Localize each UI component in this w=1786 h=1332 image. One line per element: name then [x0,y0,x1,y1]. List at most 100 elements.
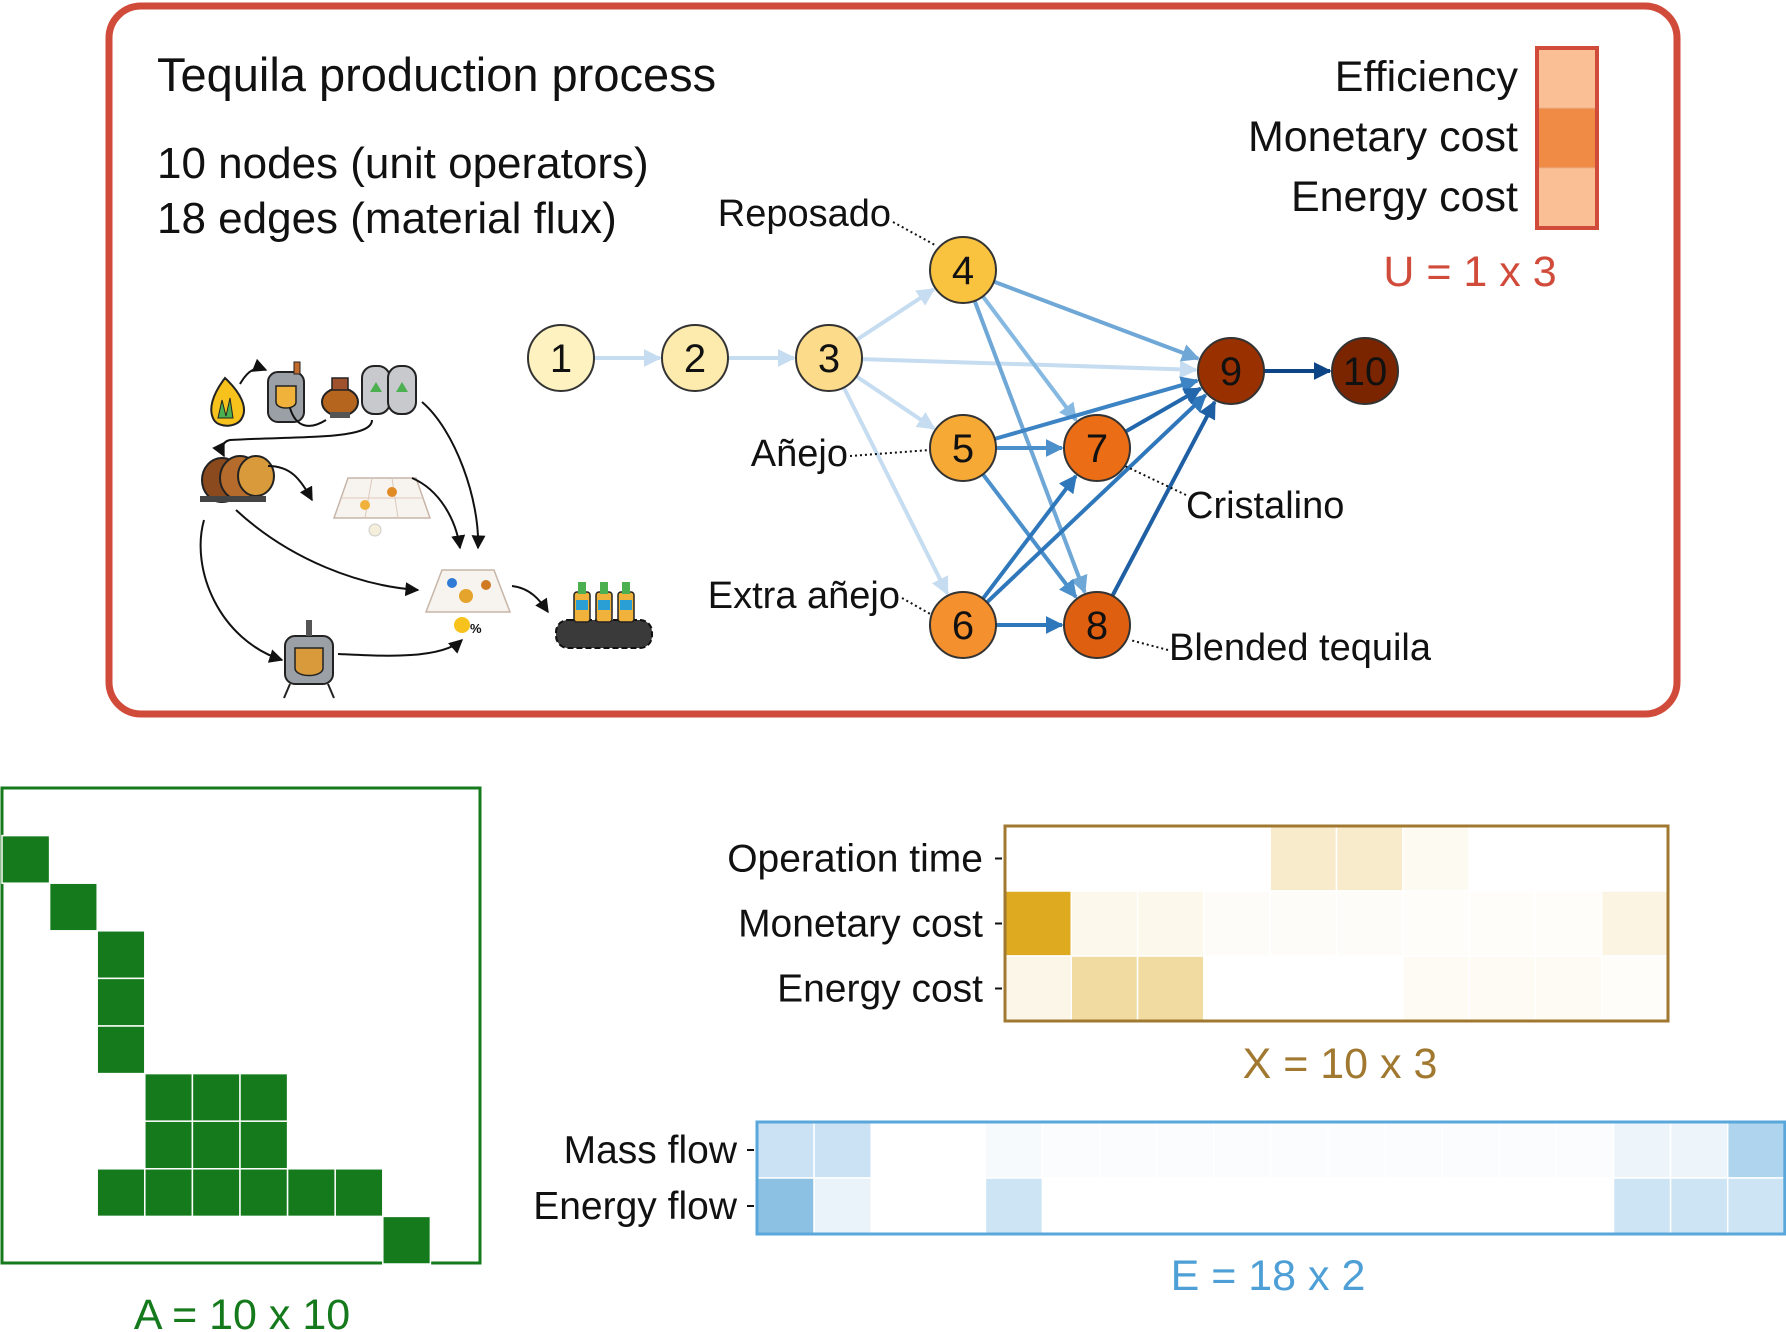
x-cell-0-2 [1136,825,1205,892]
e-row-label-1: Energy flow [533,1185,738,1228]
a-cell-3-2 [96,930,146,980]
x-cell-2-8 [1534,955,1603,1022]
e-cell-1-7 [1155,1177,1215,1235]
a-cell-8-5 [239,1168,289,1218]
x-cell-2-9 [1600,955,1669,1022]
node-6-circle [929,591,997,659]
a-cell-6-3 [144,1072,194,1122]
x-row-label-1: Monetary cost [738,903,983,946]
e-cell-1-16 [1669,1177,1729,1235]
edge-3-5 [855,374,936,431]
e-cell-0-10 [1327,1121,1386,1179]
e-cell-1-9 [1270,1177,1329,1235]
aging-grid-icon [332,477,432,537]
e-cell-0-5 [1041,1121,1101,1179]
e-row-label-0: Mass flow [564,1129,738,1172]
e-cell-0-6 [1098,1121,1158,1179]
x-cell-1-8 [1534,890,1603,957]
schematic-arrows [199,358,549,663]
edge-3-6 [842,386,950,596]
x-frame [1003,824,1670,1023]
x-cell-1-7 [1468,890,1537,957]
e-cell-1-6 [1098,1177,1158,1235]
node-9-label: 9 [1220,350,1242,394]
x-cell-1-5 [1335,890,1404,957]
x-cell-2-3 [1203,955,1271,1022]
node-7-annotation: Cristalino [1186,485,1344,527]
a-cell-7-5 [239,1120,289,1170]
x-cell-0-7 [1468,825,1537,892]
node-6-annotation: Extra añejo [708,575,900,617]
leader-node-8 [1129,639,1169,651]
node-10-circle [1331,337,1399,405]
x-cell-0-4 [1269,825,1338,892]
node-9-circle [1197,337,1265,405]
node-10-label: 10 [1343,350,1388,394]
e-cell-0-9 [1270,1121,1329,1179]
node-3: 3 [795,324,863,392]
e-cell-0-3 [927,1121,987,1179]
node-1-label: 1 [550,337,572,381]
x-cell-0-5 [1335,825,1404,892]
filter-vessel-icon [283,620,335,699]
node-3-circle [795,324,863,392]
e-cell-0-11 [1384,1121,1443,1179]
e-cell-0-4 [984,1121,1044,1179]
a-caption: A = 10 x 10 [134,1291,350,1332]
leader-node-6 [901,597,933,616]
x-cell-0-1 [1070,825,1139,892]
node-4-annotation: Reposado [718,193,891,235]
e-cell-1-5 [1041,1177,1101,1235]
x-cell-2-7 [1468,955,1537,1022]
x-cell-0-3 [1203,825,1271,892]
e-cell-1-11 [1384,1177,1443,1235]
e-caption: E = 18 x 2 [1171,1252,1366,1300]
x-cell-2-5 [1335,955,1404,1022]
edge-6-7 [981,474,1078,600]
node-7-label: 7 [1086,427,1108,471]
x-cell-1-6 [1402,890,1470,957]
x-row-label-2: Energy cost [777,968,983,1011]
edge-4-9 [993,279,1200,362]
x-caption: X = 10 x 3 [1243,1040,1438,1088]
e-cell-0-15 [1612,1121,1672,1179]
a-cell-1-0 [1,834,51,884]
edge-7-9 [1124,386,1203,434]
leader-node-5 [849,449,931,457]
x-cell-2-2 [1136,955,1205,1022]
node-1-circle [527,324,595,392]
node-8-circle [1063,591,1131,659]
node-9: 9 [1197,337,1265,405]
e-cell-1-14 [1555,1177,1615,1235]
node-4-label: 4 [952,249,974,293]
node-6-label: 6 [952,604,974,648]
e-cell-1-3 [927,1177,987,1235]
x-cell-1-3 [1203,890,1271,957]
u-row-label-0: Efficiency [1335,53,1519,101]
oven-icon [267,361,305,423]
bottling-line-icon [555,582,653,649]
e-cell-1-8 [1213,1177,1272,1235]
x-cell-1-2 [1136,890,1205,957]
node-5-circle [929,414,997,482]
u-cell-0 [1536,47,1598,109]
x-cell-2-6 [1402,955,1470,1022]
x-row-label-0: Operation time [727,838,983,881]
a-cell-6-4 [191,1072,241,1122]
barrels-icon [200,455,275,503]
a-adjacency-matrix [0,786,482,1265]
node-2-label: 2 [684,337,706,381]
leader-node-7 [1124,465,1187,496]
e-cell-0-1 [813,1121,872,1179]
x-cell-2-4 [1269,955,1338,1022]
a-cell-8-3 [144,1168,194,1218]
a-cell-8-2 [96,1168,146,1218]
blending-grid-icon: % [424,569,512,636]
e-cell-0-2 [870,1121,930,1179]
e-frame [755,1120,1786,1236]
a-cell-5-2 [96,1025,146,1075]
